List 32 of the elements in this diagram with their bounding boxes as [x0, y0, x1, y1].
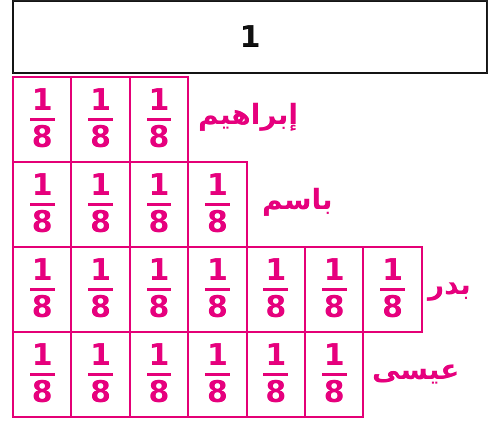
- fraction: 1 8: [204, 339, 230, 410]
- fraction: 1 8: [88, 339, 114, 410]
- fraction: 1 8: [322, 339, 347, 410]
- fraction: 1 8: [30, 169, 55, 240]
- fraction: 1 8: [146, 169, 172, 240]
- fraction-segment: [128, 76, 190, 163]
- fraction-segment: [12, 76, 72, 163]
- fraction: 1 8: [146, 339, 172, 410]
- fraction-segment: [304, 331, 364, 418]
- fraction: 1 8: [30, 254, 55, 325]
- fraction: 1 8: [263, 254, 288, 325]
- fraction-segment: [187, 161, 248, 248]
- fraction: 1 8: [380, 254, 406, 325]
- fraction: 1 8: [88, 84, 114, 155]
- fraction: 1 8: [204, 169, 230, 240]
- fraction: 1 8: [30, 84, 55, 155]
- fraction: 1 8: [322, 254, 347, 325]
- fraction: 1 8: [263, 339, 288, 410]
- fraction: 1 8: [146, 84, 172, 155]
- fraction: 1 8: [30, 339, 55, 410]
- fraction: 1 8: [204, 254, 230, 325]
- whole-bar: [12, 0, 488, 74]
- name-label: عيسى: [372, 353, 460, 386]
- name-label: بدر: [428, 268, 471, 301]
- name-label: إبراهيم: [198, 98, 298, 131]
- fraction: 1 8: [88, 169, 114, 240]
- whole-number: 1: [240, 20, 260, 54]
- fraction: 1 8: [146, 254, 172, 325]
- fraction: 1 8: [88, 254, 114, 325]
- fraction-segment: [362, 246, 423, 333]
- name-label: باسم: [262, 183, 333, 216]
- fraction-segment: [12, 331, 72, 418]
